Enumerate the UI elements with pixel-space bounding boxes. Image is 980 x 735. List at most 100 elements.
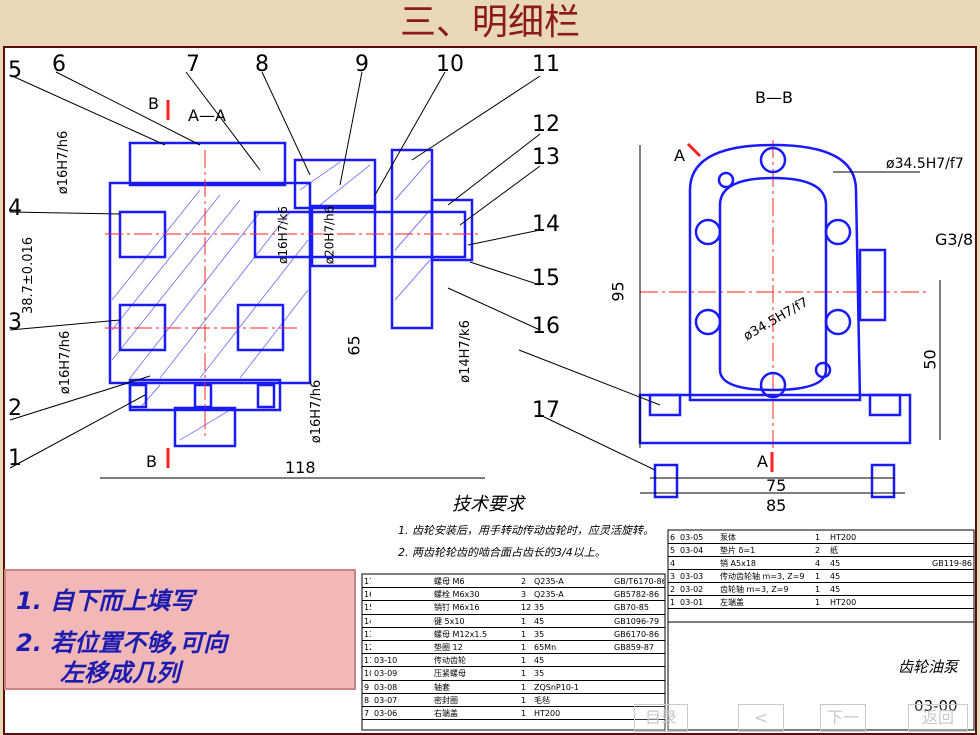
right-table-cell: 纸	[830, 546, 838, 555]
bolt-head-2	[193, 383, 213, 409]
left-table-cell: 45	[534, 656, 545, 666]
left-table-cell: 45	[534, 616, 545, 626]
left-table-cell: 右端盖	[434, 709, 458, 718]
section-label-aa: A—A	[188, 106, 226, 125]
dim-16h7k6: ø16H7/k6	[275, 206, 290, 264]
left-table-cell: Q235-A	[534, 590, 564, 600]
left-table-cell: 03-09	[374, 669, 398, 679]
left-table-cell: 压紧螺母	[434, 669, 466, 679]
bushing	[310, 204, 377, 268]
right-table-cell: GB119-86	[932, 559, 973, 568]
left-table-cell: 1	[521, 695, 527, 705]
pump-body-outline	[688, 143, 862, 402]
left-table-cell: 35	[534, 603, 545, 613]
pump-body-section	[108, 181, 312, 385]
left-table-cell: 3	[521, 590, 527, 600]
dim-16h7h6-lower: ø16H7/h6	[309, 379, 325, 444]
callout-15: 15	[532, 266, 560, 291]
section-view-aa	[108, 141, 474, 448]
right-table-cell: 03-04	[680, 546, 704, 555]
left-table-cell: 9	[364, 682, 370, 692]
dim-65: 65	[344, 335, 364, 356]
right-table-cell: 03-03	[680, 572, 704, 581]
section-marks	[166, 100, 774, 472]
right-table-cell: 左端盖	[720, 598, 744, 607]
callout-11: 11	[532, 52, 560, 77]
bolt-hole-3	[694, 218, 722, 246]
dim-16h7h6-top: ø16H7/h6	[56, 130, 72, 195]
callout-7: 7	[186, 52, 200, 77]
callout-3: 3	[8, 310, 22, 335]
right-table-cell: 45	[830, 572, 841, 581]
left-table-cell: 毛毡	[534, 695, 550, 705]
bolt-hole-6	[824, 308, 852, 336]
left-table-cell: 1	[521, 616, 527, 626]
drive-gear	[390, 148, 434, 330]
nav-return-button[interactable]: 返回	[908, 704, 968, 732]
left-table-cell: 12	[364, 643, 371, 652]
left-foot-pad	[648, 393, 682, 417]
callout-10: 10	[436, 52, 464, 77]
left-table-cell: 垫圈 12	[434, 643, 463, 652]
bolt-head-3	[256, 383, 276, 409]
dim-14h7k6: ø14H7/k6	[457, 320, 473, 383]
left-table-cell: 螺栓 M6x30	[434, 590, 480, 600]
callout-12: 12	[532, 112, 560, 137]
bolt-head-1	[128, 383, 148, 409]
dim-75: 75	[766, 476, 787, 495]
nav-catalog-button[interactable]: 目录	[634, 704, 688, 732]
right-table-cell: 03-05	[680, 533, 704, 542]
left-table-cell: 13	[364, 629, 371, 639]
callout-2: 2	[8, 396, 22, 421]
nav-next-button[interactable]: 下一	[820, 704, 866, 732]
left-table-cell: 17	[364, 577, 371, 586]
gear-cavity	[718, 176, 828, 392]
left-table-cell: 1	[521, 682, 527, 692]
left-table-cell: GB5782-86	[614, 590, 660, 600]
left-table-cell: 03-07	[374, 695, 398, 705]
title-block-code: 03-00	[914, 697, 958, 715]
left-table-cell: GB859-87	[614, 643, 655, 652]
left-table-cell: 密封圈	[434, 695, 458, 705]
section-label-b-top: B	[148, 94, 159, 113]
left-table-cell: ZQSnP10-1	[534, 682, 579, 692]
dim-16h7h6-bottom: ø16H7/h6	[58, 330, 74, 395]
right-table-cell: HT200	[830, 533, 857, 542]
callout-17: 17	[532, 398, 560, 423]
dim-95: 95	[608, 281, 628, 302]
tech-req-line2: 2. 两齿轮轮齿的啮合面占齿长的3/4以上。	[398, 546, 606, 559]
callout-8: 8	[255, 52, 269, 77]
bolt-hole-1	[759, 146, 787, 174]
callout-4: 4	[8, 196, 22, 221]
left-table-cell: GB1096-79	[614, 616, 660, 626]
dim-50: 50	[920, 349, 940, 370]
hatching	[111, 159, 431, 441]
tech-req-line1: 1. 齿轮安装后，用手转动传动齿轮时，应灵活旋转。	[398, 524, 654, 537]
left-table-cell: 03-06	[374, 709, 398, 718]
note-line-3: 左移成几列	[60, 659, 180, 687]
right-table-cell: 45	[830, 559, 841, 568]
left-table-cell: 65Mn	[534, 643, 557, 652]
left-bolt	[653, 463, 679, 499]
dim-g38: G3/8	[935, 230, 974, 249]
right-table-cell: HT200	[830, 598, 857, 607]
right-table-cell: 6	[670, 533, 676, 542]
left-table-cell: GB6170-86	[614, 629, 660, 639]
left-table-cell: 15	[364, 603, 371, 613]
left-table-cell: 03-10	[374, 656, 398, 666]
callout-6: 6	[52, 52, 66, 77]
title-block-name: 齿轮油泵	[898, 658, 959, 676]
left-table-cell: 14	[364, 616, 371, 626]
left-table-cell: 传动齿轮	[434, 656, 466, 666]
left-table-cell: 螺母 M12x1.5	[434, 629, 488, 639]
callout-5: 5	[8, 58, 22, 83]
nav-prev-button[interactable]: <	[738, 704, 784, 732]
